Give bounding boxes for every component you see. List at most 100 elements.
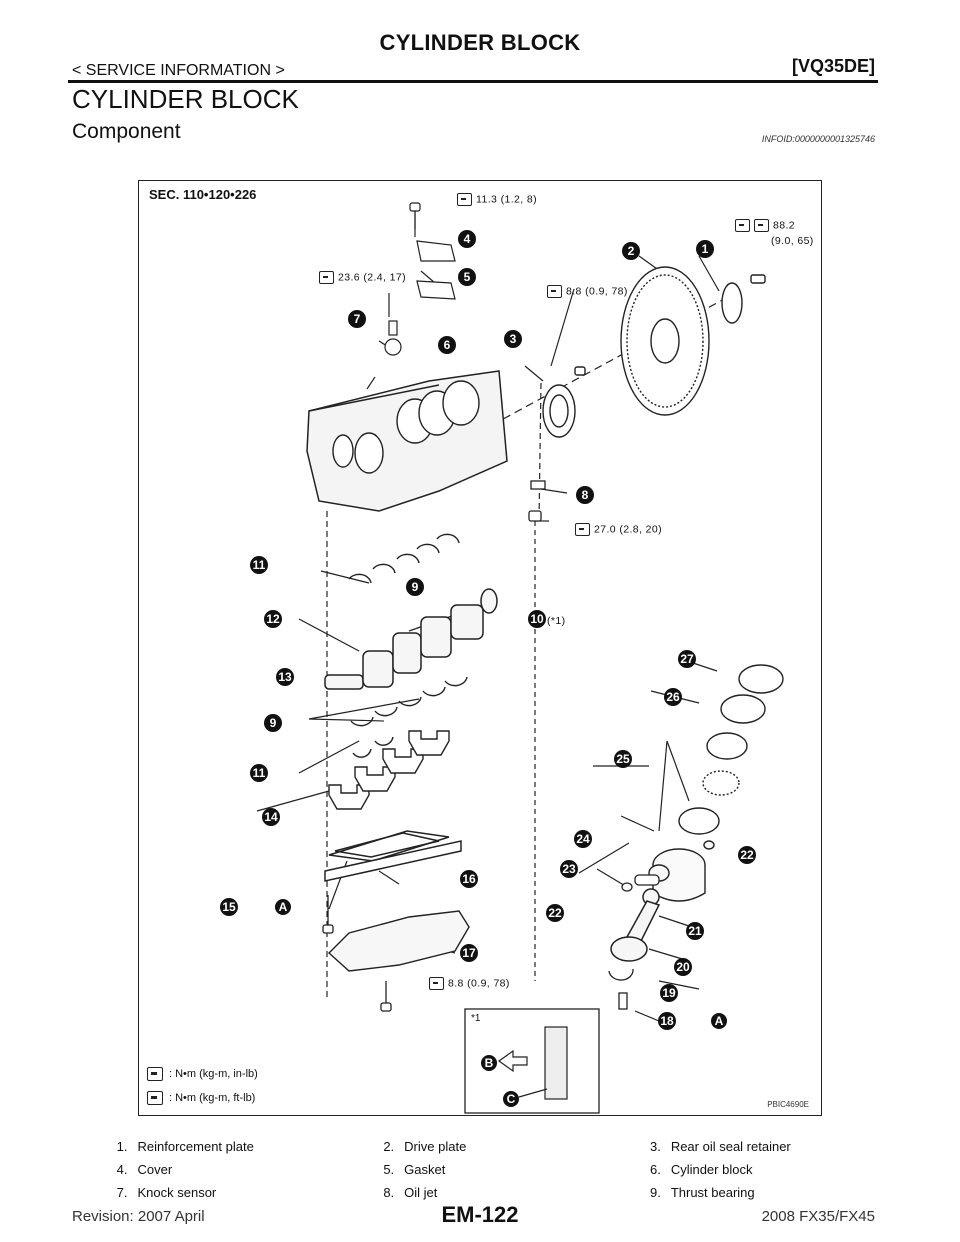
svg-text:9: 9 xyxy=(270,716,277,730)
parts-list: 1.Reinforcement plate 2.Drive plate 3.Re… xyxy=(100,1136,900,1205)
torque-wrench-icon xyxy=(147,1067,163,1081)
table-row: 7.Knock sensor 8.Oil jet 9.Thrust bearin… xyxy=(116,1185,755,1200)
legend-in-lb: : N•m (kg-m, in-lb) xyxy=(147,1067,258,1081)
svg-text:10: 10 xyxy=(530,612,544,626)
torque-wrench-icon xyxy=(754,219,769,232)
callout-26: 26 xyxy=(664,688,682,706)
legend-ft-lb: : N•m (kg-m, ft-lb) xyxy=(147,1091,255,1105)
callout-6: 6 xyxy=(438,336,456,354)
callout-3: 3 xyxy=(504,330,522,348)
revision: Revision: 2007 April xyxy=(72,1208,205,1225)
page-header-title: CYLINDER BLOCK xyxy=(379,30,581,55)
note-reference: (*1) xyxy=(547,615,566,627)
table-row: 1.Reinforcement plate 2.Drive plate 3.Re… xyxy=(116,1139,791,1154)
svg-text:11: 11 xyxy=(253,766,266,780)
svg-text:19: 19 xyxy=(662,986,676,1000)
torque-wrench-icon xyxy=(429,977,444,990)
torque-label-oil-pan: 8.8 (0.9, 78) xyxy=(429,977,510,990)
svg-text:18: 18 xyxy=(660,1014,674,1028)
svg-text:14: 14 xyxy=(264,810,278,824)
torque-wrench-icon xyxy=(147,1091,163,1105)
svg-text:6: 6 xyxy=(444,338,451,352)
callout-27: 27 xyxy=(678,650,696,668)
inset-label: *1 xyxy=(471,1013,481,1024)
callout-16: 16 xyxy=(460,870,478,888)
callout-10: 10 xyxy=(528,610,546,628)
section-code: SEC. 110•120•226 xyxy=(149,187,257,202)
section-title: CYLINDER BLOCK xyxy=(72,84,299,114)
diagram-drawing xyxy=(256,202,784,1114)
svg-text:8: 8 xyxy=(582,488,589,502)
header-rule xyxy=(68,80,878,83)
torque-label-drive-plate: 88.2 xyxy=(735,219,795,232)
svg-text:A: A xyxy=(715,1014,724,1028)
exploded-diagram: SEC. 110•120•226 11.3 (1.2, 8) 88.2 (9.0… xyxy=(138,180,822,1116)
svg-text:22: 22 xyxy=(740,848,754,862)
torque-label-drive-plate-units: (9.0, 65) xyxy=(771,235,814,247)
svg-text:27: 27 xyxy=(680,652,694,666)
svg-text:16: 16 xyxy=(462,872,476,886)
callout-20: 20 xyxy=(674,958,692,976)
page-number: EM-122 xyxy=(441,1202,519,1227)
breadcrumb[interactable]: < SERVICE INFORMATION > xyxy=(72,62,285,79)
svg-text:22: 22 xyxy=(548,906,562,920)
callout-15: 15 xyxy=(220,898,238,916)
callout-11-upper: 11 xyxy=(250,556,268,574)
svg-text:B: B xyxy=(485,1056,494,1070)
svg-text:3: 3 xyxy=(510,332,517,346)
letter-c: C xyxy=(503,1091,519,1107)
callout-19: 19 xyxy=(660,984,678,1002)
letter-b: B xyxy=(481,1055,497,1071)
torque-wrench-icon xyxy=(575,523,590,536)
svg-text:1: 1 xyxy=(702,242,709,256)
model: 2008 FX35/FX45 xyxy=(761,1208,875,1225)
callout-24: 24 xyxy=(574,830,592,848)
callout-25: 25 xyxy=(614,750,632,768)
table-row: 4.Cover 5.Gasket 6.Cylinder block xyxy=(116,1162,753,1177)
torque-label-seal-retainer: 8.8 (0.9, 78) xyxy=(547,285,628,298)
callout-13: 13 xyxy=(276,668,294,686)
callout-5: 5 xyxy=(458,268,476,286)
torque-wrench-icon xyxy=(319,271,334,284)
svg-text:24: 24 xyxy=(576,832,590,846)
svg-text:20: 20 xyxy=(676,960,690,974)
svg-text:2: 2 xyxy=(628,244,635,258)
callout-9-lower: 9 xyxy=(264,714,282,732)
svg-text:15: 15 xyxy=(222,900,236,914)
callout-11-lower: 11 xyxy=(250,764,268,782)
svg-text:17: 17 xyxy=(462,946,476,960)
svg-text:5: 5 xyxy=(464,270,471,284)
torque-label-bolt-top: 11.3 (1.2, 8) xyxy=(457,193,537,206)
svg-text:7: 7 xyxy=(354,312,361,326)
svg-text:21: 21 xyxy=(688,924,702,938)
callout-21: 21 xyxy=(686,922,704,940)
callout-9-upper: 9 xyxy=(406,578,424,596)
svg-text:4: 4 xyxy=(464,232,471,246)
torque-wrench-icon xyxy=(735,219,750,232)
svg-text:25: 25 xyxy=(616,752,630,766)
svg-text:12: 12 xyxy=(266,612,280,626)
callout-1: 1 xyxy=(696,240,714,258)
callout-4: 4 xyxy=(458,230,476,248)
callout-8: 8 xyxy=(576,486,594,504)
callout-22-right: 22 xyxy=(738,846,756,864)
torque-wrench-icon xyxy=(547,285,562,298)
svg-text:A: A xyxy=(279,900,288,914)
svg-text:9: 9 xyxy=(412,580,419,594)
callout-7: 7 xyxy=(348,310,366,328)
callout-17: 17 xyxy=(460,944,478,962)
callout-22-left: 22 xyxy=(546,904,564,922)
callout-18: 18 xyxy=(658,1012,676,1030)
svg-text:C: C xyxy=(507,1092,516,1106)
letter-a-left: A xyxy=(275,899,291,915)
callout-layer: 1 2 3 4 5 6 7 8 9 10 11 12 13 9 11 14 15… xyxy=(220,230,756,1107)
torque-wrench-icon xyxy=(457,193,472,206)
svg-text:23: 23 xyxy=(562,862,576,876)
callout-23: 23 xyxy=(560,860,578,878)
svg-text:11: 11 xyxy=(253,558,266,572)
svg-text:26: 26 xyxy=(666,690,680,704)
callout-14: 14 xyxy=(262,808,280,826)
torque-label-knock-sensor: 23.6 (2.4, 17) xyxy=(319,271,406,284)
component-heading: Component xyxy=(72,120,181,143)
svg-text:13: 13 xyxy=(278,670,292,684)
